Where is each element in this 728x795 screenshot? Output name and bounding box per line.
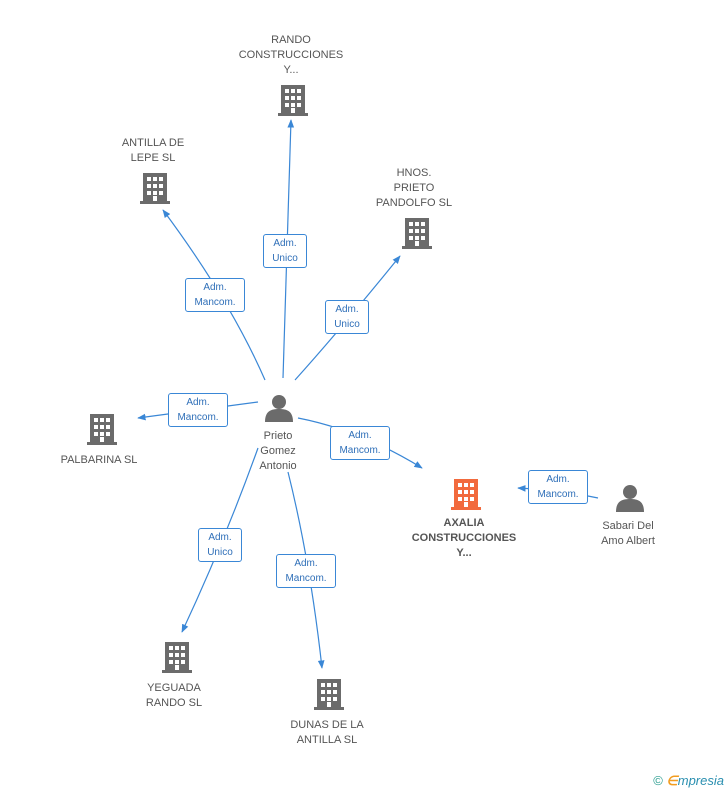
edge-label-to-antilla-lepe: Adm. Mancom. bbox=[185, 278, 245, 312]
edge-label-to-rando: Adm. Unico bbox=[263, 234, 307, 268]
building-icon[interactable] bbox=[87, 414, 117, 445]
edge-label-to-palbarina: Adm. Mancom. bbox=[168, 393, 228, 427]
node-label-antilla-lepe[interactable]: ANTILLA DE LEPE SL bbox=[121, 137, 185, 164]
node-label-yeguada[interactable]: YEGUADA RANDO SL bbox=[145, 682, 203, 709]
building-icon[interactable] bbox=[314, 679, 344, 710]
person-icon[interactable] bbox=[616, 485, 644, 512]
edge-label-to-axalia: Adm. Mancom. bbox=[330, 426, 390, 460]
person-icon[interactable] bbox=[265, 395, 293, 422]
edge-label-sabari-to-axalia: Adm. Mancom. bbox=[528, 470, 588, 504]
building-icon[interactable] bbox=[278, 85, 308, 116]
node-label-dunas[interactable]: DUNAS DE LA ANTILLA SL bbox=[290, 719, 364, 746]
node-label-hnos[interactable]: HNOS. PRIETO PANDOLFO SL bbox=[375, 167, 453, 209]
node-label-palbarina[interactable]: PALBARINA SL bbox=[60, 454, 138, 466]
empresia-wordmark: mpresia bbox=[677, 773, 724, 788]
node-label-rando[interactable]: RANDO CONSTRUCCIONES Y... bbox=[238, 34, 344, 76]
node-label-axalia[interactable]: AXALIA CONSTRUCCIONES Y... bbox=[411, 517, 517, 559]
edge-label-to-hnos: Adm. Unico bbox=[325, 300, 369, 334]
building-icon[interactable] bbox=[140, 173, 170, 204]
building-icon[interactable] bbox=[162, 642, 192, 673]
empresia-e-glyph: ∈ bbox=[666, 773, 678, 788]
edge-label-to-yeguada: Adm. Unico bbox=[198, 528, 242, 562]
edge-label-to-dunas: Adm. Mancom. bbox=[276, 554, 336, 588]
node-label-sabari[interactable]: Sabari Del Amo Albert bbox=[601, 520, 655, 547]
empresia-logo: © ∈mpresia bbox=[653, 773, 724, 789]
node-label-prieto[interactable]: Prieto Gomez Antonio bbox=[259, 430, 297, 472]
copyright-symbol: © bbox=[653, 773, 663, 788]
building-icon[interactable] bbox=[451, 479, 481, 510]
building-icon[interactable] bbox=[402, 218, 432, 249]
